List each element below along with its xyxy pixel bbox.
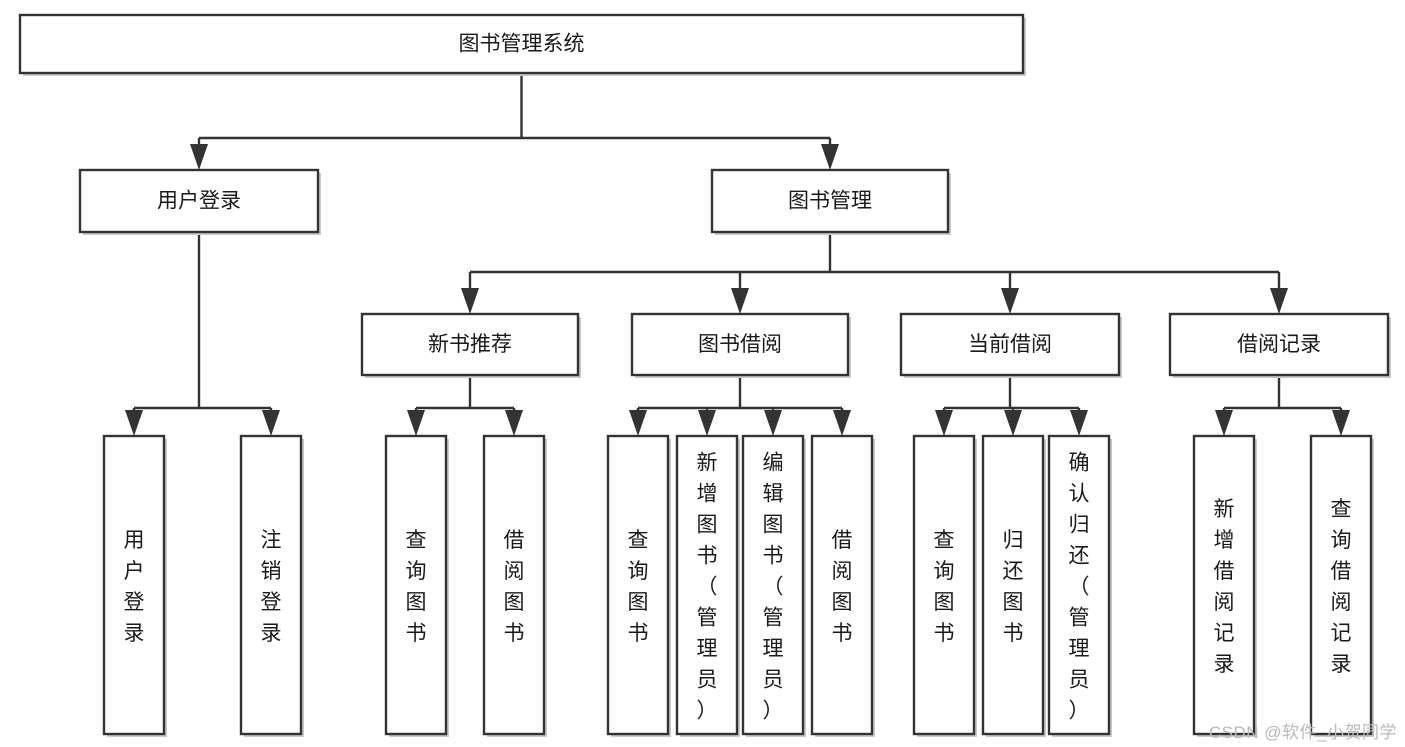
- arrow-head: [821, 144, 839, 170]
- node-leaf-borrow-book-2[interactable]: 借阅图书: [810, 434, 875, 737]
- node-current-borrow[interactable]: 当前借阅: [899, 312, 1122, 378]
- node-label: 确认归还（管理员）: [1069, 452, 1090, 723]
- node-box: [102, 434, 166, 736]
- node-leaf-query-book-3[interactable]: 查询图书: [912, 434, 977, 737]
- node-box: [1047, 434, 1111, 736]
- node-label: 借阅记录: [1237, 333, 1321, 356]
- node-box: [981, 434, 1045, 736]
- node-label: 借阅图书: [504, 529, 525, 645]
- node-label: 借阅图书: [832, 529, 853, 645]
- arrow-head: [1004, 410, 1022, 436]
- node-box: [78, 168, 320, 234]
- arrow-head: [262, 410, 280, 436]
- node-leaf-add-book[interactable]: 新增图书（管理员）: [675, 434, 740, 737]
- node-label: 图书管理: [788, 190, 872, 213]
- node-box: [1309, 434, 1373, 736]
- node-label: 用户登录: [157, 190, 241, 213]
- arrow-head: [698, 410, 716, 436]
- node-leaf-return-book[interactable]: 归还图书: [981, 434, 1046, 737]
- node-box: [810, 434, 874, 736]
- node-book-manage[interactable]: 图书管理: [710, 168, 951, 235]
- node-leaf-user-logout[interactable]: 注销登录: [239, 434, 304, 737]
- node-leaf-query-record[interactable]: 查询借阅记录: [1309, 434, 1374, 737]
- arrow-head: [125, 410, 143, 436]
- node-borrow-record[interactable]: 借阅记录: [1168, 312, 1391, 378]
- node-box: [899, 312, 1121, 377]
- node-leaf-user-login[interactable]: 用户登录: [102, 434, 167, 737]
- node-label: 用户登录: [124, 529, 145, 645]
- node-box: [675, 434, 739, 736]
- node-box: [482, 434, 546, 736]
- node-box: [710, 168, 950, 234]
- arrow-head: [1215, 410, 1233, 436]
- node-label: 新增借阅记录: [1214, 498, 1235, 676]
- edge-layer: [125, 73, 1350, 436]
- node-new-book-rec[interactable]: 新书推荐: [360, 312, 581, 378]
- arrow-head: [629, 410, 647, 436]
- node-box: [18, 13, 1025, 75]
- node-leaf-query-book-2[interactable]: 查询图书: [606, 434, 671, 737]
- arrow-head: [1270, 288, 1288, 314]
- node-label: 查询图书: [406, 529, 427, 645]
- node-box: [239, 434, 303, 736]
- arrow-head: [833, 410, 851, 436]
- node-leaf-query-book-1[interactable]: 查询图书: [384, 434, 449, 737]
- arrow-head: [407, 410, 425, 436]
- arrow-head: [505, 410, 523, 436]
- node-box: [606, 434, 670, 736]
- node-box: [1192, 434, 1256, 736]
- node-leaf-confirm-return[interactable]: 确认归还（管理员）: [1047, 434, 1112, 737]
- node-leaf-borrow-book-1[interactable]: 借阅图书: [482, 434, 547, 737]
- node-label: 查询借阅记录: [1331, 498, 1352, 676]
- arrow-head: [1001, 288, 1019, 314]
- node-box: [630, 312, 850, 377]
- arrow-head: [1070, 410, 1088, 436]
- node-label: 查询图书: [628, 529, 649, 645]
- node-layer: 图书管理系统用户登录图书管理新书推荐图书借阅当前借阅借阅记录用户登录注销登录查询…: [18, 13, 1391, 737]
- arrow-head: [764, 410, 782, 436]
- node-user-login[interactable]: 用户登录: [78, 168, 321, 235]
- node-label: 注销登录: [261, 529, 282, 645]
- node-label: 归还图书: [1003, 529, 1024, 645]
- node-root[interactable]: 图书管理系统: [18, 13, 1026, 76]
- arrow-head: [731, 288, 749, 314]
- node-box: [384, 434, 448, 736]
- node-box: [1168, 312, 1390, 377]
- node-label: 当前借阅: [968, 333, 1052, 356]
- node-label: 编辑图书（管理员）: [763, 452, 784, 723]
- node-label: 图书管理系统: [459, 33, 585, 56]
- arrow-head: [935, 410, 953, 436]
- node-leaf-edit-book[interactable]: 编辑图书（管理员）: [741, 434, 806, 737]
- node-box: [912, 434, 976, 736]
- node-label: 新书推荐: [428, 333, 512, 356]
- node-book-borrow[interactable]: 图书借阅: [630, 312, 851, 378]
- node-label: 查询图书: [934, 529, 955, 645]
- node-leaf-add-record[interactable]: 新增借阅记录: [1192, 434, 1257, 737]
- arrow-head: [461, 288, 479, 314]
- node-label: 新增图书（管理员）: [697, 452, 718, 723]
- node-box: [741, 434, 805, 736]
- arrow-head: [1332, 410, 1350, 436]
- node-label: 图书借阅: [698, 333, 782, 356]
- node-box: [360, 312, 580, 377]
- arrow-head: [190, 144, 208, 170]
